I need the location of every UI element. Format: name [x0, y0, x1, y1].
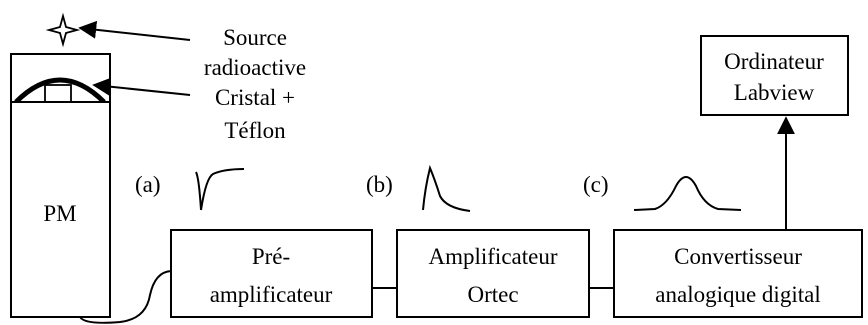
signal-label-b: (b) — [366, 172, 393, 197]
amplifier-label-line2: Ortec — [467, 282, 518, 307]
computer-label-line1: Ordinateur — [724, 49, 824, 74]
waveform-c — [633, 176, 742, 211]
source-label-line2: radioactive — [204, 55, 306, 80]
preamplifier-box — [170, 229, 373, 318]
preamplifier-label-line1: Pré- — [252, 244, 290, 269]
waveform-a — [195, 168, 245, 211]
source-pointer-arrow — [78, 20, 191, 41]
photomultiplier-tube — [10, 101, 111, 318]
amplifier-box — [396, 229, 590, 318]
signal-label-c: (c) — [583, 172, 609, 197]
preamplifier-label-line2: amplificateur — [210, 282, 333, 307]
crystal-pointer-arrow — [92, 77, 191, 96]
pm-label: PM — [43, 201, 76, 226]
adc-label-line2: analogique digital — [655, 282, 820, 307]
waveform-b — [422, 164, 471, 212]
computer-label-line2: Labview — [734, 80, 815, 105]
crystal-block — [44, 84, 72, 103]
pm-to-preamp-cable — [79, 270, 172, 324]
signal-label-a: (a) — [135, 172, 161, 197]
crystal-label-line1: Cristal + — [215, 85, 295, 110]
adc-label-line1: Convertisseur — [674, 244, 802, 269]
crystal-label-line2: Téflon — [224, 118, 286, 143]
source-label-line1: Source — [223, 25, 287, 50]
amplifier-label-line1: Amplificateur — [428, 244, 557, 269]
adc-box — [613, 229, 863, 318]
computer-box — [700, 35, 849, 116]
radioactive-source-star-icon — [45, 12, 81, 48]
